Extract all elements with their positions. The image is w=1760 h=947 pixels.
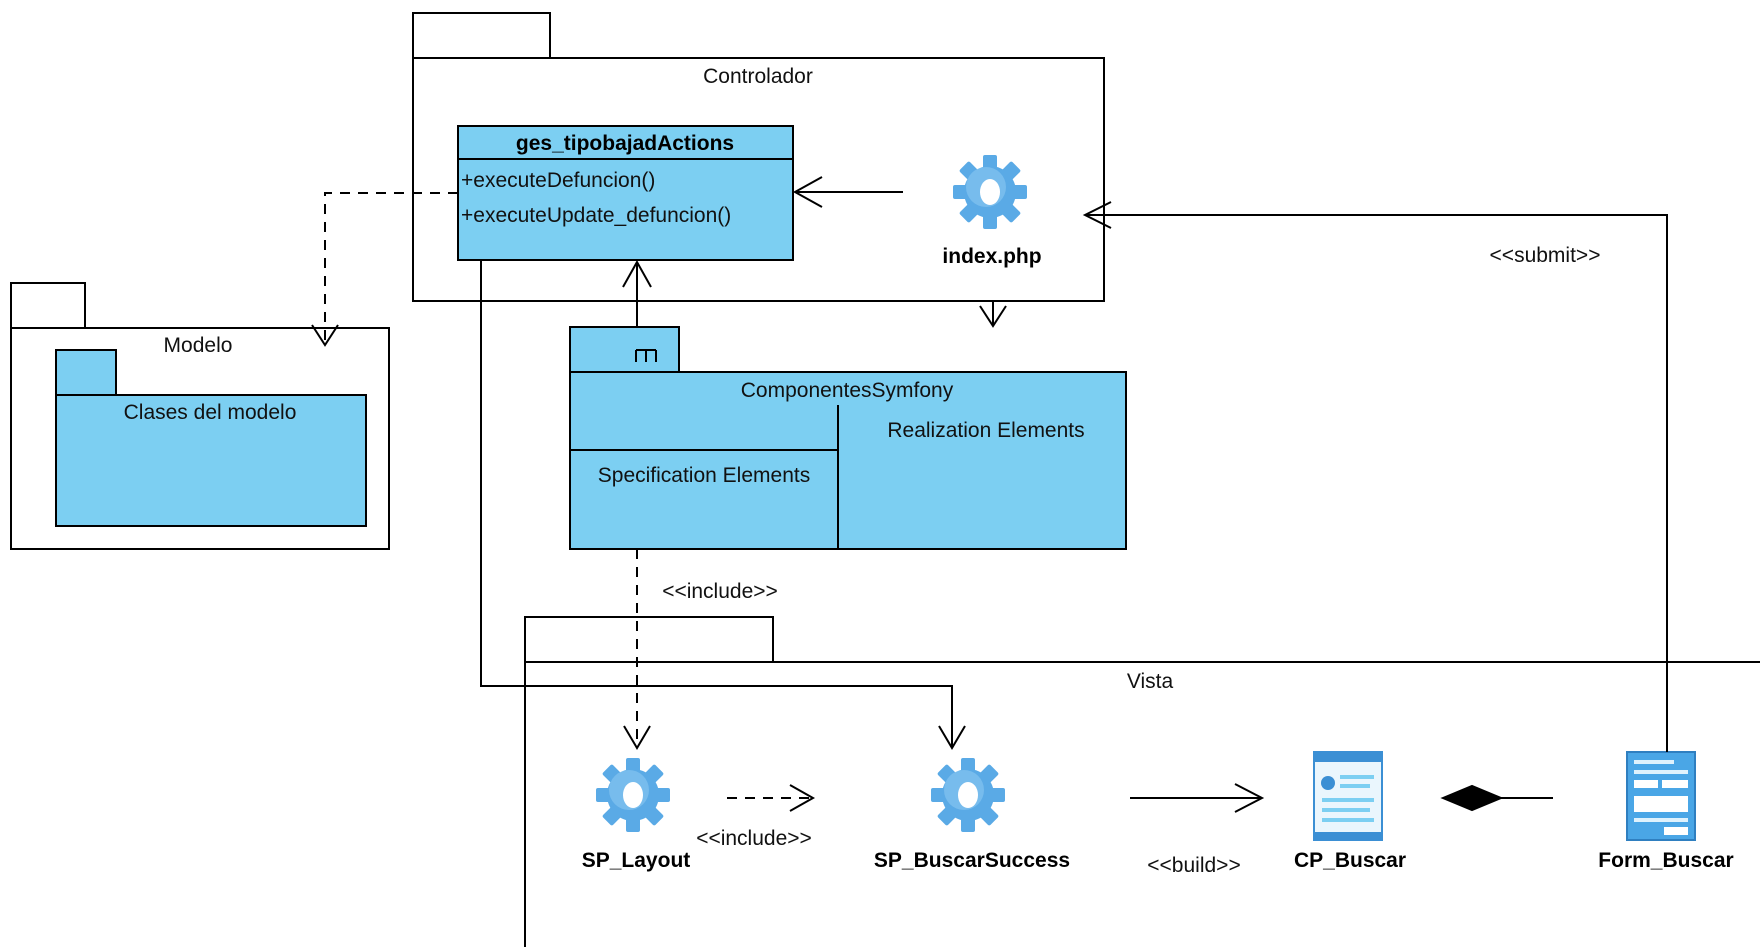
package-componentes-symfony[interactable]: ComponentesSymfony Realization Elements … bbox=[569, 326, 1127, 550]
compartment-label-specification: Specification Elements bbox=[598, 464, 810, 487]
node-label: Form_Buscar bbox=[1598, 849, 1733, 872]
node-form-buscar[interactable]: Form_Buscar bbox=[1598, 751, 1734, 872]
subpackage-clases-del-modelo[interactable]: Clases del modelo bbox=[55, 349, 367, 527]
association-index-to-componentes[interactable] bbox=[979, 300, 1007, 328]
association-index-to-class[interactable] bbox=[792, 176, 903, 208]
subsystem-fork-icon bbox=[635, 349, 657, 362]
dependency-sp-layout-to-sp-buscarsuccess[interactable]: <<include>> bbox=[696, 784, 816, 850]
node-index-php[interactable]: index.php bbox=[942, 155, 1042, 268]
arrowhead bbox=[1082, 201, 1112, 229]
class-body bbox=[457, 125, 794, 261]
node-label: index.php bbox=[942, 245, 1041, 268]
arrowhead bbox=[789, 784, 816, 812]
package-modelo[interactable]: Modelo Clases del modelo bbox=[10, 282, 390, 550]
class-name: ges_tipobajadActions bbox=[516, 132, 734, 155]
arrowhead bbox=[311, 324, 339, 347]
dependency-componentes-to-sp-layout[interactable]: <<include>> bbox=[623, 549, 778, 750]
composition-cp-buscar-form-buscar[interactable] bbox=[1440, 784, 1553, 812]
node-cp-buscar[interactable]: CP_Buscar bbox=[1294, 751, 1406, 872]
arrowhead bbox=[938, 725, 966, 750]
package-tab bbox=[10, 282, 86, 329]
package-vista[interactable]: Vista bbox=[524, 616, 1760, 947]
gear-icon bbox=[931, 758, 1005, 832]
gear-icon bbox=[596, 758, 670, 832]
gear-icon bbox=[953, 155, 1027, 229]
dependency-class-to-modelo[interactable] bbox=[311, 192, 458, 347]
association-class-to-sp-buscarsuccess[interactable] bbox=[480, 260, 966, 750]
arrowhead bbox=[792, 176, 823, 208]
composition-diamond bbox=[1440, 784, 1504, 812]
stereotype-label: <<include>> bbox=[662, 580, 778, 603]
package-tab bbox=[412, 12, 551, 59]
package-tab bbox=[569, 326, 680, 373]
package-tab bbox=[524, 616, 774, 663]
stereotype-label: <<build>> bbox=[1147, 854, 1240, 877]
stereotype-label: <<include>> bbox=[696, 827, 812, 850]
package-title: ComponentesSymfony bbox=[741, 379, 954, 402]
association-form-to-index[interactable]: <<submit>> bbox=[1082, 201, 1668, 752]
package-body bbox=[524, 661, 1760, 947]
package-title: Controlador bbox=[703, 65, 813, 88]
web-page-icon bbox=[1313, 751, 1383, 841]
arrowhead bbox=[623, 725, 651, 750]
class-ges-tipobajadactions[interactable]: ges_tipobajadActions +executeDefuncion()… bbox=[457, 125, 794, 261]
node-label: CP_Buscar bbox=[1294, 849, 1406, 872]
package-title: Modelo bbox=[164, 334, 233, 357]
class-method: +executeDefuncion() bbox=[461, 169, 655, 192]
package-body bbox=[569, 371, 1127, 550]
association-componentes-to-class[interactable] bbox=[622, 259, 652, 327]
association-sp-buscarsuccess-to-cp-buscar[interactable]: <<build>> bbox=[1130, 783, 1265, 877]
subpackage-tab bbox=[55, 349, 117, 396]
subpackage-body bbox=[55, 394, 367, 527]
stereotype-label: <<submit>> bbox=[1490, 244, 1601, 267]
compartment-label-realization: Realization Elements bbox=[887, 419, 1084, 442]
subpackage-title: Clases del modelo bbox=[124, 401, 297, 424]
connector-line bbox=[324, 192, 458, 345]
arrowhead bbox=[979, 305, 1007, 328]
package-title: Vista bbox=[1127, 670, 1174, 693]
node-sp-buscarsuccess[interactable]: SP_BuscarSuccess bbox=[874, 758, 1070, 872]
class-method: +executeUpdate_defuncion() bbox=[461, 204, 731, 227]
node-label: SP_Layout bbox=[582, 849, 691, 872]
node-sp-layout[interactable]: SP_Layout bbox=[582, 758, 691, 872]
connector-line bbox=[1085, 214, 1668, 752]
arrowhead bbox=[622, 259, 652, 288]
connector-line bbox=[480, 260, 953, 748]
node-label: SP_BuscarSuccess bbox=[874, 849, 1070, 872]
arrowhead bbox=[1234, 783, 1265, 813]
web-form-icon bbox=[1626, 751, 1696, 841]
